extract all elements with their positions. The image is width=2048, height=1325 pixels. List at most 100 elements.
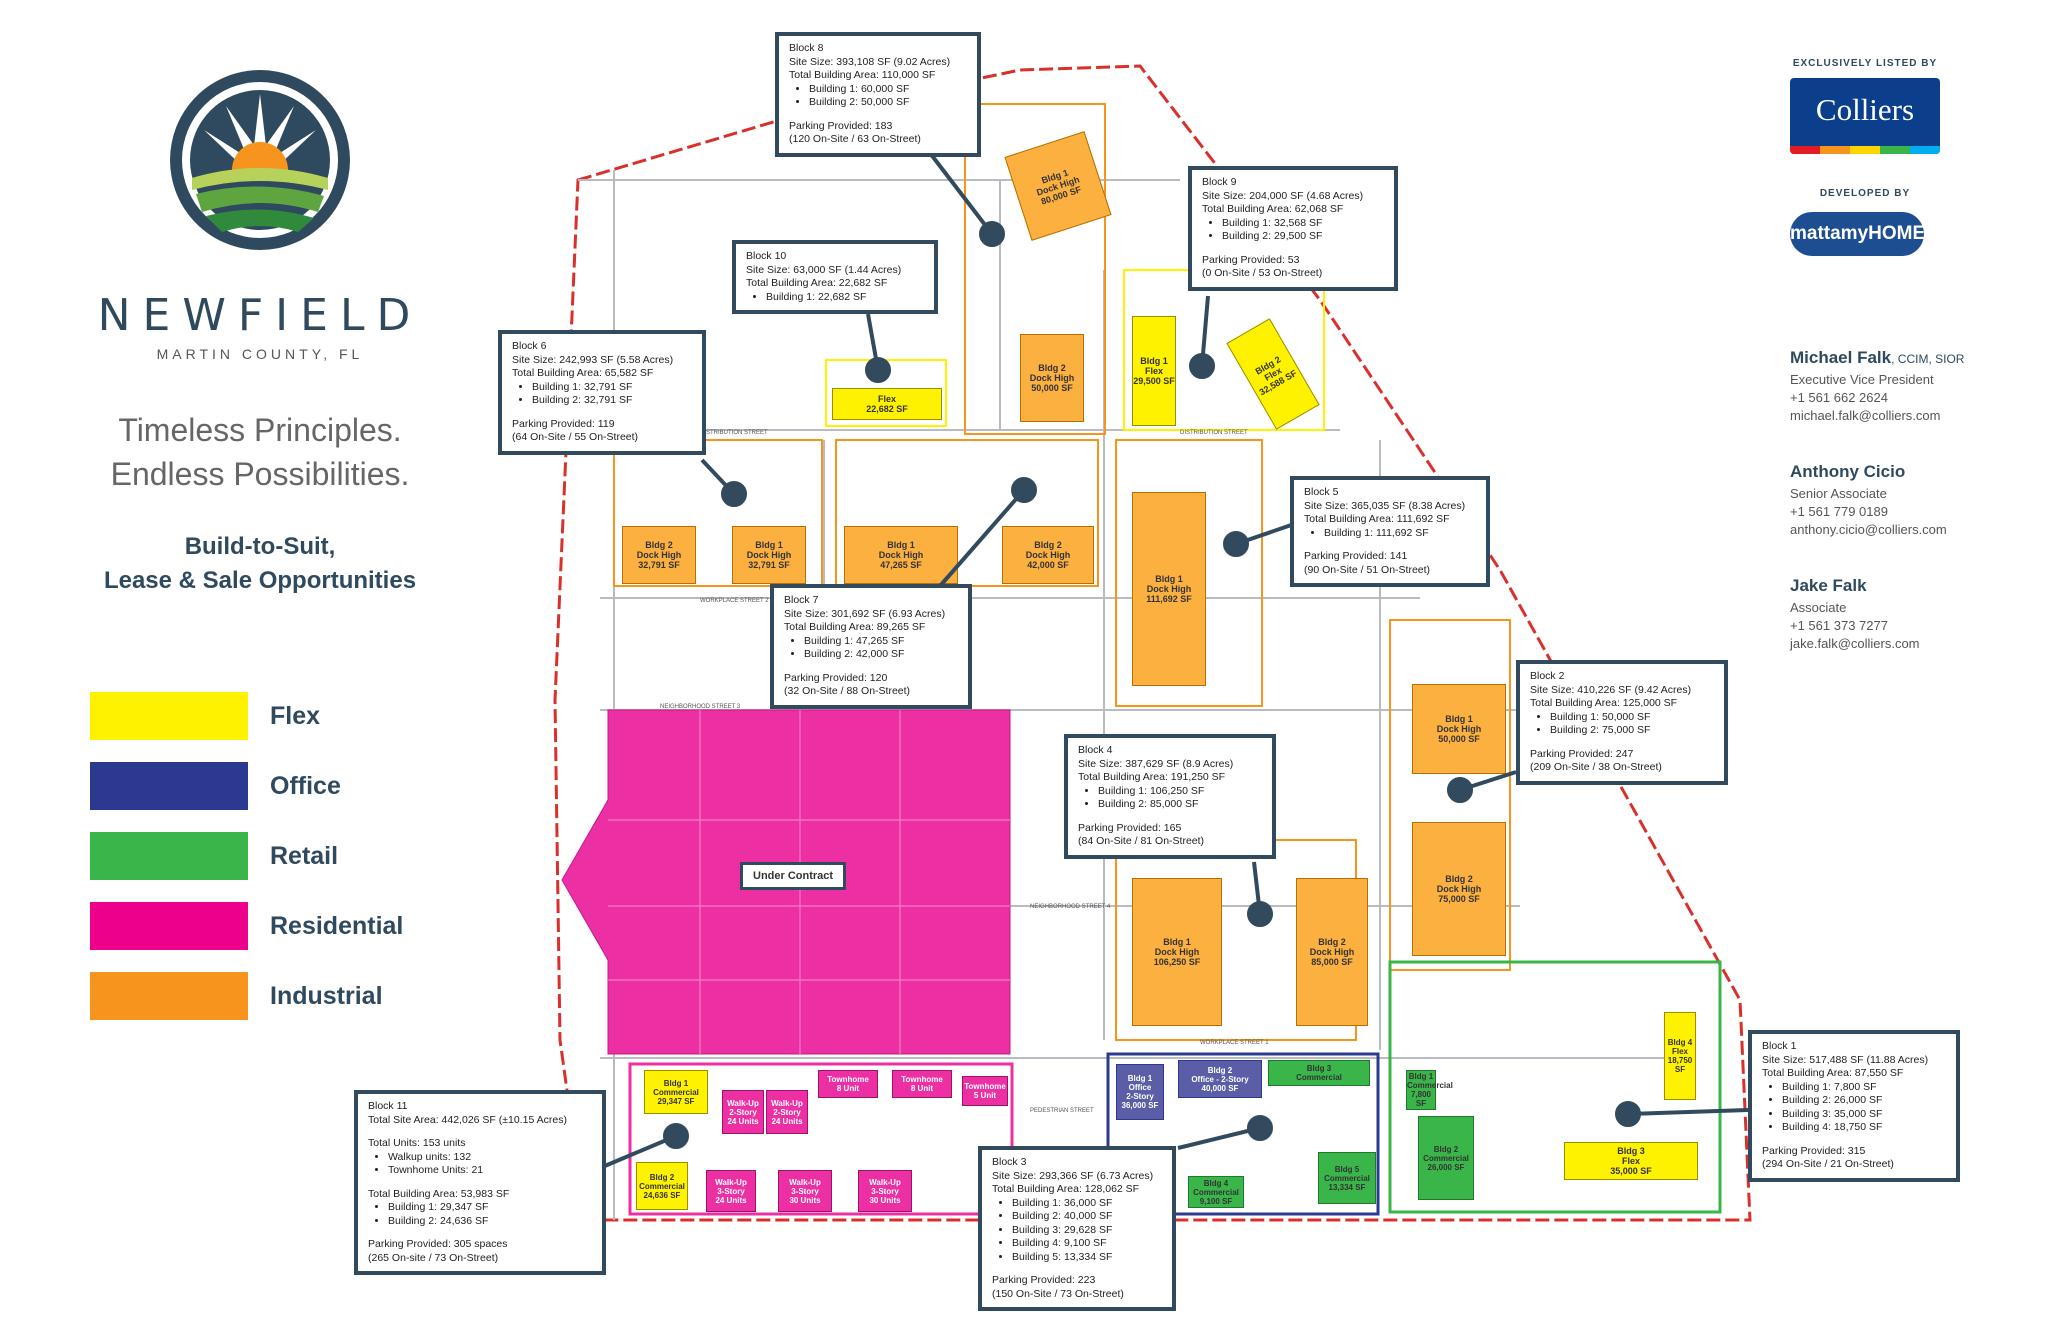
callout-block-10[interactable]: Block 10 Site Size: 63,000 SF (1.44 Acre… [732,240,938,314]
building-area: 9,100 SF [1199,1196,1233,1206]
block-building-area: Total Building Area: 125,000 SF [1530,697,1678,709]
legend-label: Office [270,772,341,800]
callout-block-1[interactable]: Block 1 Site Size: 517,488 SF (11.88 Acr… [1748,1030,1960,1182]
contact-phone[interactable]: +1 561 662 2624 [1790,390,1888,405]
building-area: 50,000 SF [1438,734,1480,744]
block-title: Block 4 [1078,744,1113,756]
block-title: Block 10 [746,250,787,262]
legend-item-retail: Retail [90,832,430,880]
block-units: Total Units: 153 units [368,1137,466,1149]
building-type: Dock High [1436,884,1482,894]
legend-label: Industrial [270,982,383,1010]
block-building-list: Building 1: 111,692 SF [1304,527,1476,541]
block-building-item: Building 1: 111,692 SF [1324,527,1476,541]
contact-email[interactable]: anthony.cicio@colliers.com [1790,522,1947,537]
callout-block-9[interactable]: Block 9 Site Size: 204,000 SF (4.68 Acre… [1188,166,1398,291]
callout-block-2[interactable]: Block 2 Site Size: 410,226 SF (9.42 Acre… [1516,660,1728,785]
tagline-line-1: Timeless Principles. [118,412,402,448]
callout-block-3[interactable]: Block 3 Site Size: 293,366 SF (6.73 Acre… [978,1146,1176,1311]
contact-name-text: Michael Falk [1790,348,1892,367]
building-label: Bldg 2 [1207,1065,1233,1075]
legend-swatch-residential [90,902,248,950]
building-type: Commercial [1296,1073,1342,1082]
block-building-area: Total Building Area: 87,550 SF [1762,1067,1904,1079]
building-area: 7,800 SF [1410,1090,1432,1108]
building-label: Bldg 1 [887,540,915,550]
callout-block-6[interactable]: Block 6 Site Size: 242,993 SF (5.58 Acre… [498,330,706,455]
block-title: Block 11 [368,1100,408,1112]
legend-item-residential: Residential [90,902,430,950]
building-type: Dock High [1146,584,1192,594]
mattamy-logo: mattamyHOMES [1790,212,1938,256]
building-label: Bldg 3 [1306,1064,1332,1073]
block-building-item: Building 1: 36,000 SF [1012,1197,1162,1211]
building-type: 8 Unit [836,1084,860,1093]
block-building-area: Total Building Area: 53,983 SF [368,1187,510,1200]
building-label: Bldg 1 [1445,714,1473,724]
street-label: WORKPLACE STREET 1 [1200,1040,1269,1046]
block-unit-item: Walkup units: 132 [388,1151,592,1165]
building-label: Bldg 2 [1445,874,1473,884]
contact-email[interactable]: michael.falk@colliers.com [1790,408,1941,423]
building-label: Bldg 5 [1334,1164,1360,1174]
contact-phone[interactable]: +1 561 779 0189 [1790,504,1888,519]
callout-block-4[interactable]: Block 4 Site Size: 387,629 SF (8.9 Acres… [1064,734,1276,859]
tagline: Timeless Principles. Endless Possibiliti… [80,408,440,496]
block-building-item: Building 2: 75,000 SF [1550,724,1714,738]
contact-email[interactable]: jake.falk@colliers.com [1790,636,1920,651]
block-parking-detail: (120 On-Site / 63 On-Street) [789,133,921,145]
block-site-size: Site Size: 301,692 SF (6.93 Acres) [784,607,946,620]
building-area: 32,791 SF [748,560,790,570]
block-building-item: Building 2: 50,000 SF [809,96,967,110]
callout-block-8[interactable]: Block 8 Site Size: 393,108 SF (9.02 Acre… [775,32,981,157]
street-label: DISTRIBUTION STREET [1180,430,1248,436]
contact-phone[interactable]: +1 561 373 7277 [1790,618,1888,633]
callout-block-7[interactable]: Block 7 Site Size: 301,692 SF (6.93 Acre… [770,584,972,709]
block-title: Block 6 [512,340,547,352]
legend-item-office: Office [90,762,430,810]
building-type: Dock High [1029,373,1075,383]
block-building-area: Total Building Area: 65,582 SF [512,367,654,379]
block-building-list: Building 1: 106,250 SF Building 2: 85,00… [1078,785,1262,812]
building-type: Dock High [878,550,924,560]
colliers-logo: Colliers [1790,78,1940,154]
callout-block-11[interactable]: Block 11 Total Site Area: 442,026 SF (±1… [354,1090,606,1275]
block-3-outline [1106,1052,1380,1216]
callout-block-5[interactable]: Block 5 Site Size: 365,035 SF (8.38 Acre… [1290,476,1490,587]
newfield-logo [170,70,350,250]
building-type: Dock High [636,550,682,560]
building-area: 111,692 SF [1146,594,1192,604]
block-outlines [613,103,1722,1216]
